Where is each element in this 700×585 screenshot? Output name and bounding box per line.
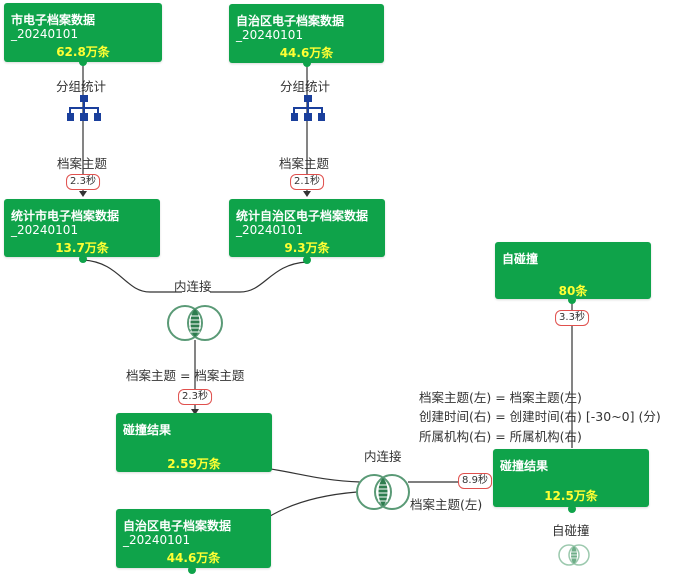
node-subtitle: _20240101	[11, 27, 79, 41]
node-title: 碰撞结果	[500, 459, 549, 473]
self-collide-icon[interactable]	[558, 543, 590, 567]
output-port[interactable]	[568, 505, 576, 513]
node-count: 44.6万条	[279, 46, 334, 60]
node-subtitle: _20240101	[236, 28, 304, 42]
region-stats-node[interactable]: 统计自治区电子档案数据 _20240101 9.3万条	[229, 199, 385, 257]
time-badge: 2.1秒	[290, 174, 324, 190]
self-collide-top-node[interactable]: 自碰撞 80条	[495, 242, 651, 299]
city-stats-node[interactable]: 统计市电子档案数据 _20240101 13.7万条	[4, 199, 160, 257]
group-stats-label: 分组统计	[56, 79, 107, 94]
node-title: 自治区电子档案数据	[123, 519, 232, 533]
inner-join-label: 内连接	[174, 279, 212, 294]
node-count: 9.3万条	[284, 241, 330, 255]
output-port[interactable]	[188, 566, 196, 574]
node-title: 市电子档案数据	[11, 13, 96, 27]
node-subtitle: _20240101	[123, 533, 191, 547]
output-port[interactable]	[79, 58, 87, 66]
region-source-node[interactable]: 自治区电子档案数据 _20240101 44.6万条	[229, 4, 384, 63]
hierarchy-icon[interactable]	[291, 95, 325, 123]
node-title: 自碰撞	[502, 252, 539, 266]
group-stats-label: 分组统计	[280, 79, 331, 94]
collide-condition: 所属机构(右) = 所属机构(右)	[419, 429, 582, 444]
node-count: 62.8万条	[56, 45, 110, 59]
node-title: 统计市电子档案数据	[11, 209, 120, 223]
node-title: 碰撞结果	[123, 423, 172, 437]
time-badge: 3.3秒	[555, 310, 589, 326]
node-subtitle: _20240101	[236, 223, 304, 237]
inner-join-icon[interactable]	[355, 472, 411, 512]
inner-join-icon[interactable]	[166, 304, 224, 342]
city-source-node[interactable]: 市电子档案数据 _20240101 62.8万条	[4, 3, 162, 62]
inner-join-label: 内连接	[364, 449, 402, 464]
output-port[interactable]	[568, 296, 576, 304]
time-badge: 8.9秒	[458, 473, 492, 489]
region-source-2-node[interactable]: 自治区电子档案数据 _20240101 44.6万条	[116, 509, 271, 568]
time-badge: 2.3秒	[178, 389, 212, 405]
output-port[interactable]	[79, 255, 87, 263]
collide-result-right-node[interactable]: 碰撞结果 12.5万条	[493, 449, 649, 507]
node-count: 12.5万条	[544, 489, 598, 503]
node-title: 统计自治区电子档案数据	[236, 209, 369, 223]
self-collide-label: 自碰撞	[552, 523, 590, 538]
node-count: 80条	[558, 284, 588, 298]
collide-condition: 创建时间(右) = 创建时间(右) [-30~0] (分)	[419, 409, 661, 424]
node-count: 44.6万条	[166, 551, 221, 565]
hierarchy-icon[interactable]	[67, 95, 101, 123]
node-count: 13.7万条	[55, 241, 109, 255]
join-condition-label: 档案主题 = 档案主题	[126, 368, 245, 383]
group-field-label: 档案主题	[57, 156, 108, 171]
output-port[interactable]	[303, 256, 311, 264]
collide-condition: 档案主题(左) = 档案主题(左)	[419, 390, 582, 405]
output-port[interactable]	[303, 59, 311, 67]
node-subtitle: _20240101	[11, 223, 79, 237]
time-badge: 2.3秒	[66, 174, 100, 190]
group-field-label: 档案主题	[279, 156, 330, 171]
node-title: 自治区电子档案数据	[236, 14, 345, 28]
collide-result-left-node[interactable]: 碰撞结果 2.59万条	[116, 413, 272, 472]
join-condition-label: 档案主题(左)	[410, 497, 483, 512]
node-count: 2.59万条	[167, 457, 221, 471]
